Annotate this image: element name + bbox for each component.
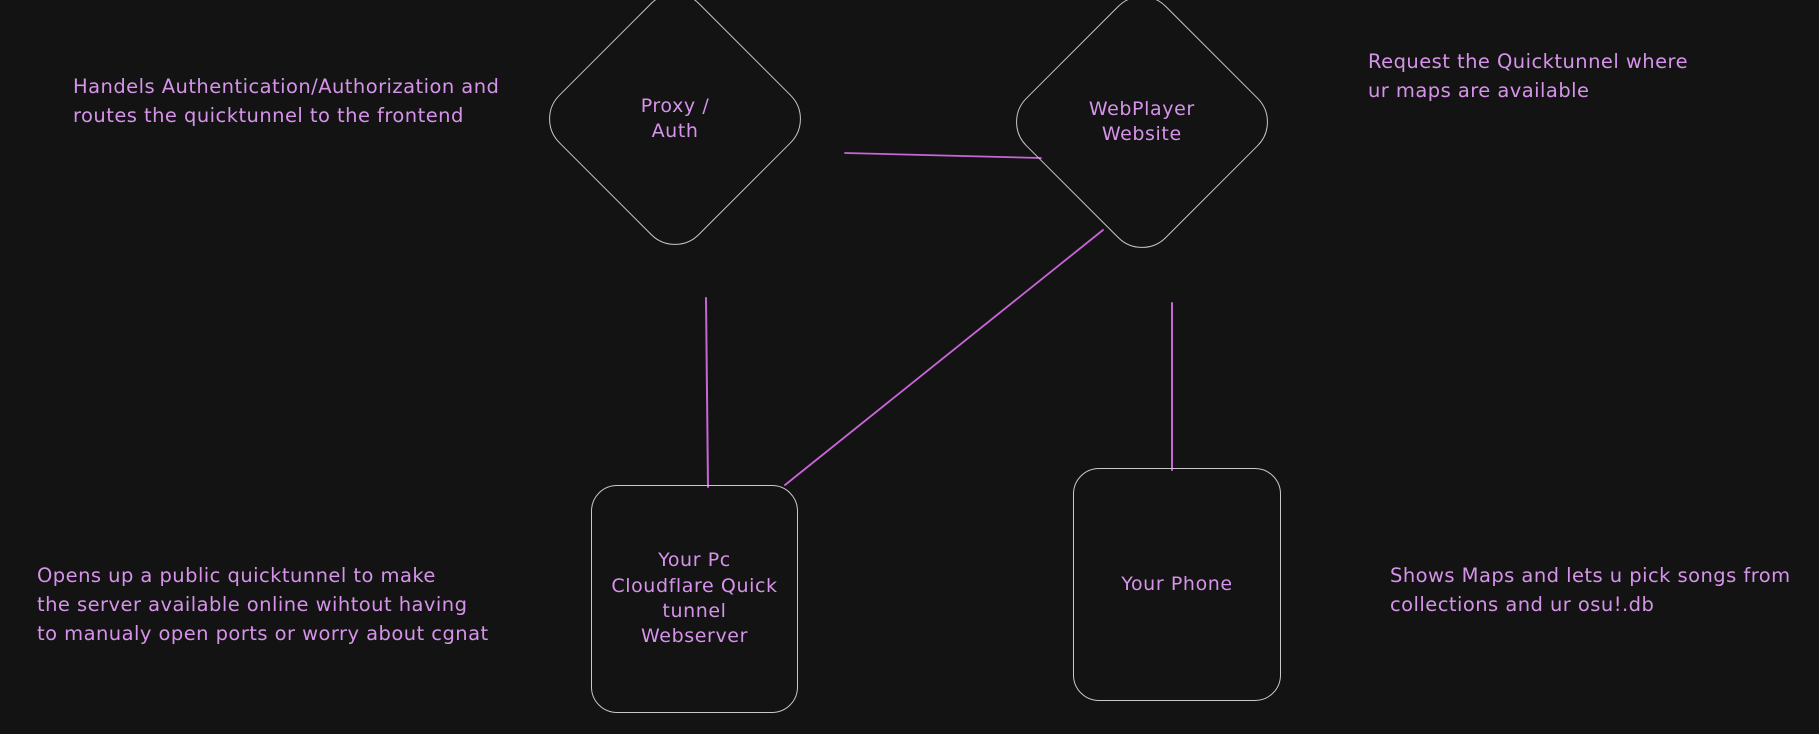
node-your-phone[interactable]: Your Phone bbox=[1073, 468, 1281, 701]
edge-proxy-to-webplayer bbox=[844, 152, 1042, 159]
node-webplayer-website[interactable]: WebPlayer Website bbox=[1001, 0, 1283, 263]
edge-your-pc-to-webplayer bbox=[784, 229, 1104, 486]
node-proxy-auth-label: Proxy / Auth bbox=[640, 94, 710, 142]
node-webplayer-website-label: WebPlayer Website bbox=[1089, 97, 1195, 145]
annotation-proxy-auth: Handels Authentication/Authorization and… bbox=[73, 75, 500, 127]
annotation-your-pc: Opens up a public quicktunnel to make th… bbox=[37, 564, 489, 645]
node-proxy-auth[interactable]: Proxy / Auth bbox=[534, 0, 816, 260]
edge-proxy-to-your-pc bbox=[705, 297, 709, 488]
node-your-pc[interactable]: Your Pc Cloudflare Quick tunnel Webserve… bbox=[591, 485, 798, 713]
node-your-phone-label: Your Phone bbox=[1121, 572, 1233, 595]
annotation-webplayer-website: Request the Quicktunnel where ur maps ar… bbox=[1368, 50, 1689, 102]
annotation-your-phone: Shows Maps and lets u pick songs from co… bbox=[1390, 564, 1791, 616]
node-your-pc-label: Your Pc Cloudflare Quick tunnel Webserve… bbox=[611, 549, 778, 648]
